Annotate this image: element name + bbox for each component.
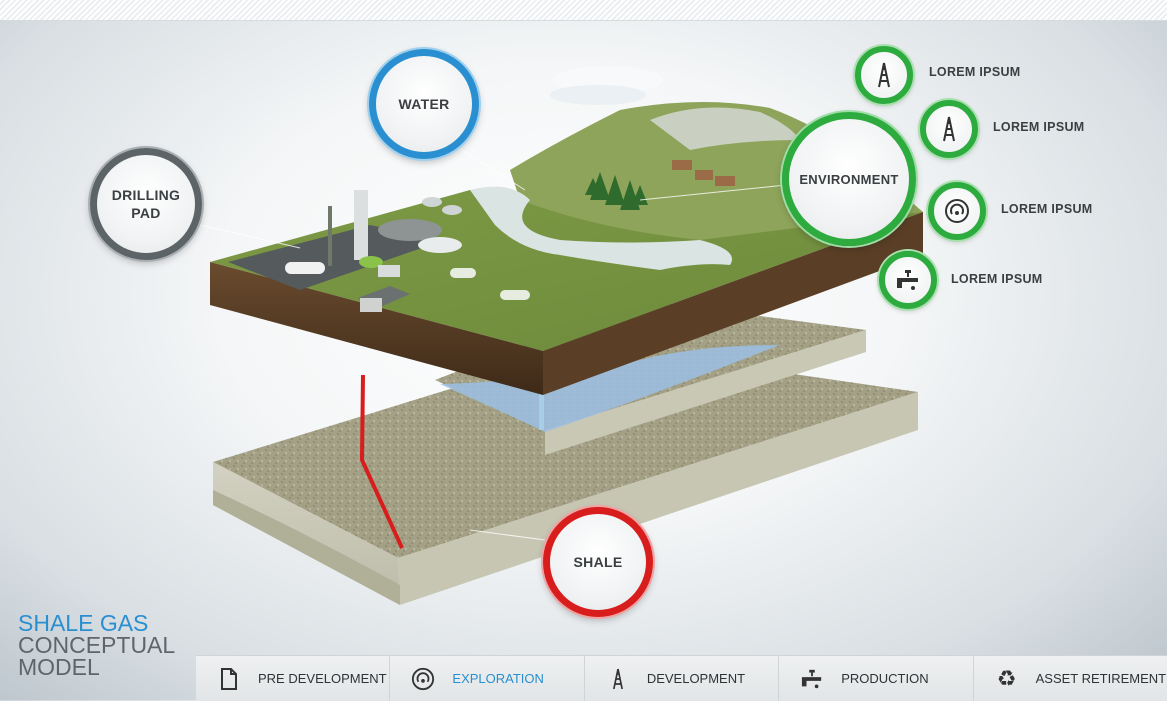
cloud bbox=[550, 66, 663, 105]
drilling-rig-icon bbox=[878, 62, 890, 88]
env-item-1-bubble[interactable] bbox=[855, 46, 913, 104]
recycle-icon: ♻ bbox=[996, 665, 1017, 691]
nav-production-label: PRODUCTION bbox=[841, 671, 929, 686]
nav-production[interactable]: PRODUCTION bbox=[779, 656, 974, 701]
shale-label: SHALE bbox=[573, 554, 623, 570]
top-pattern-bar bbox=[0, 0, 1167, 21]
env-item-2-label: LOREM IPSUM bbox=[993, 120, 1085, 134]
water-label: WATER bbox=[398, 96, 450, 112]
drilling-rig-icon bbox=[943, 116, 955, 142]
nav-pre-development-label: PRE DEVELOPMENT bbox=[258, 671, 387, 686]
faucet-icon bbox=[799, 666, 825, 692]
nav-exploration[interactable]: EXPLORATION bbox=[390, 656, 585, 701]
env-item-1-label: LOREM IPSUM bbox=[929, 65, 1021, 79]
bottom-navigation: PRE DEVELOPMENT EXPLORATION DEVELOPMENT … bbox=[196, 655, 1167, 701]
shale-callout[interactable]: SHALE bbox=[543, 507, 653, 617]
nav-asset-retirement[interactable]: ♻ ASSET RETIREMENT bbox=[973, 656, 1167, 701]
page-title: SHALE GAS CONCEPTUAL MODEL bbox=[18, 610, 176, 680]
nav-development-label: DEVELOPMENT bbox=[646, 671, 746, 686]
exploration-signal-icon bbox=[945, 199, 969, 223]
faucet-icon bbox=[897, 270, 918, 290]
title-line1: SHALE GAS bbox=[18, 610, 149, 636]
environment-callout[interactable]: ENVIRONMENT bbox=[782, 112, 916, 246]
env-item-3-label: LOREM IPSUM bbox=[1001, 202, 1093, 216]
env-item-4-bubble[interactable] bbox=[879, 251, 937, 309]
well-bore bbox=[359, 374, 404, 549]
nav-asset-retirement-label: ASSET RETIREMENT bbox=[1035, 671, 1167, 686]
env-item-4-label: LOREM IPSUM bbox=[951, 272, 1043, 286]
drilling-rig-icon bbox=[605, 666, 631, 692]
env-item-2-bubble[interactable] bbox=[920, 100, 978, 158]
env-item-3-bubble[interactable] bbox=[928, 182, 986, 240]
nav-exploration-label: EXPLORATION bbox=[452, 671, 544, 686]
exploration-signal-icon bbox=[410, 666, 436, 692]
title-line3: MODEL bbox=[18, 654, 100, 680]
drilling-pad-label-line1: DRILLING bbox=[111, 187, 181, 203]
drilling-pad-label-line2: PAD bbox=[131, 205, 161, 221]
nav-development[interactable]: DEVELOPMENT bbox=[584, 656, 780, 701]
title-line2: CONCEPTUAL bbox=[18, 632, 176, 658]
water-callout[interactable]: WATER bbox=[369, 49, 479, 159]
nav-pre-development[interactable]: PRE DEVELOPMENT bbox=[196, 656, 391, 701]
drilling-pad-callout[interactable]: DRILLING PAD bbox=[90, 148, 202, 260]
document-icon bbox=[216, 666, 242, 692]
environment-label: ENVIRONMENT bbox=[799, 171, 899, 187]
shale-layer bbox=[213, 345, 918, 605]
